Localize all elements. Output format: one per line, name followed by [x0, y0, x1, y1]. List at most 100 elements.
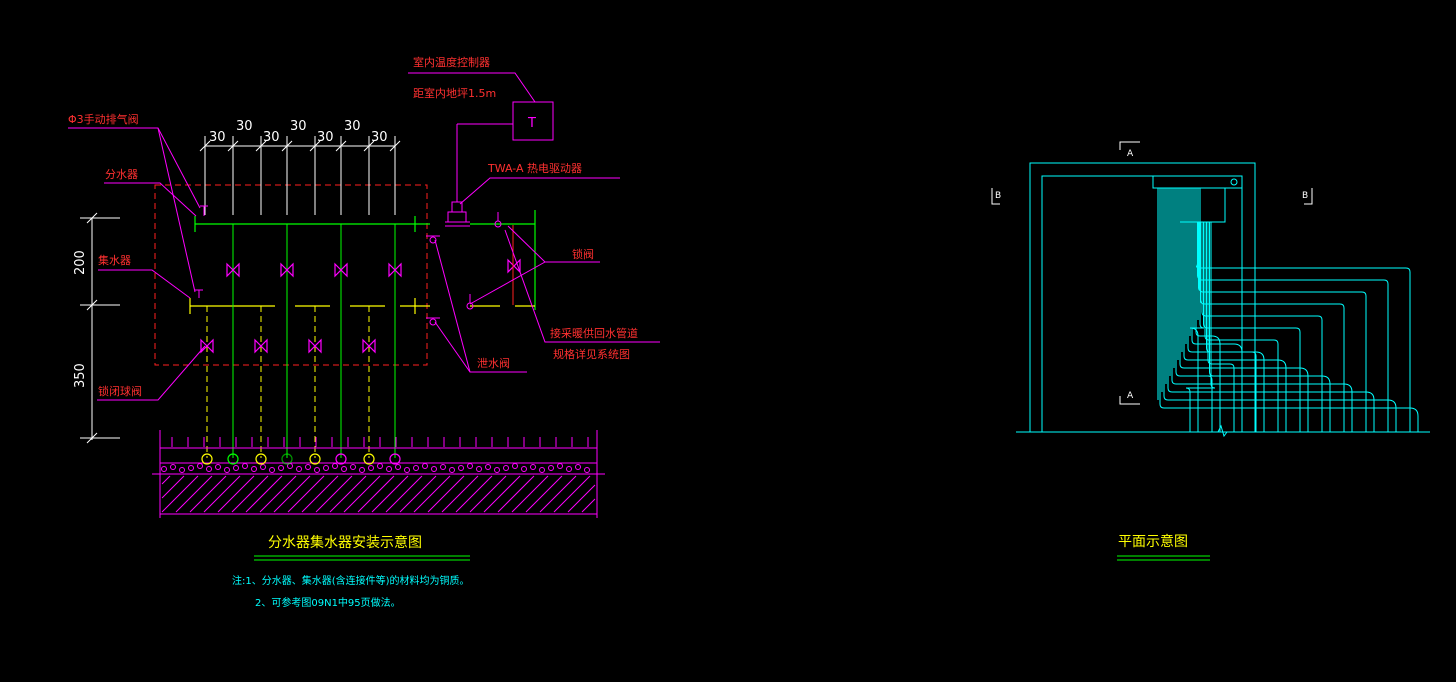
- dim-label: 30: [317, 130, 334, 145]
- valve-icon: [254, 338, 268, 354]
- concrete-hatch: [175, 475, 213, 513]
- gravel-pebble: [332, 463, 338, 469]
- valve-icon: [226, 262, 240, 278]
- return-branches: [206, 306, 370, 458]
- heating-pipe-loop: [1171, 188, 1353, 432]
- concrete-hatch: [399, 475, 437, 513]
- label-return-manifold: 集水器: [98, 253, 131, 267]
- concrete-hatch: [231, 475, 269, 513]
- dimension-tick: [309, 140, 321, 152]
- dim-label: 30: [290, 119, 307, 134]
- concrete-hatch: [497, 475, 535, 513]
- concrete-hatch: [245, 475, 283, 513]
- gravel-pebble: [440, 464, 446, 470]
- section-markers: [991, 141, 1313, 405]
- label-supply-manifold: 分水器: [105, 168, 138, 181]
- gravel-pebble: [206, 466, 212, 472]
- gravel-pebble: [521, 466, 527, 472]
- dimension-tick: [227, 140, 239, 152]
- valve-icon: [334, 262, 348, 278]
- dim-label-350: 350: [73, 363, 88, 388]
- gravel-pebble: [305, 464, 311, 470]
- heating-pipe-loop: [1203, 222, 1301, 432]
- gravel-pebble: [188, 465, 194, 471]
- label-supply-return-pipe: 接采暖供回水管道: [550, 326, 638, 340]
- gravel-pebble: [197, 463, 203, 469]
- heating-pipe-loop: [1185, 222, 1216, 432]
- manifold-installation-drawing: 30 30 30 30 30 30 30 200 350: [68, 55, 660, 609]
- dimension-tick: [363, 140, 375, 152]
- leader-lines: [68, 72, 660, 401]
- thermoelectric-actuator: [445, 123, 513, 227]
- concrete-hatch: [413, 475, 451, 513]
- concrete-hatch: [511, 475, 549, 513]
- gravel-pebble: [539, 467, 545, 473]
- gravel-pebble: [494, 467, 500, 473]
- concrete-hatch: [581, 498, 596, 513]
- dimension-tick: [281, 140, 293, 152]
- label-thermostat-height: 距室内地坪1.5m: [413, 86, 496, 100]
- dimension-tick: [335, 140, 347, 152]
- valve-icon: [280, 262, 294, 278]
- dimension-tick: [199, 140, 211, 152]
- section-b-right-label: B: [1302, 191, 1308, 201]
- gravel-pebble: [314, 467, 320, 473]
- thermostat-label: T: [527, 116, 536, 131]
- concrete-hatch: [259, 475, 297, 513]
- gravel-pebble: [260, 464, 266, 470]
- concrete-hatch: [427, 475, 465, 513]
- left-drawing-title: 分水器集水器安装示意图: [268, 534, 422, 551]
- gravel-pebble: [341, 466, 347, 472]
- gravel-pebble: [467, 463, 473, 469]
- gravel-pebble: [458, 465, 464, 471]
- heating-pipe-loop: [1159, 188, 1419, 432]
- gravel-pebble: [413, 465, 419, 471]
- heating-pipe-loop: [1183, 188, 1287, 432]
- concrete-hatch: [161, 475, 171, 485]
- dim-label: 30: [236, 119, 253, 134]
- section-a-bottom-label: A: [1127, 391, 1134, 401]
- callout-labels: 室内温度控制器 距室内地坪1.5m Φ3手动排气阀 分水器 TWA-A 热电驱动…: [68, 55, 638, 398]
- gravel-pebble: [566, 466, 572, 472]
- top-dimension-chain: [199, 136, 401, 215]
- concrete-hatch: [385, 475, 423, 513]
- gravel-pebble: [449, 467, 455, 473]
- section-b-left-label: B: [995, 191, 1001, 201]
- concrete-hatch: [525, 475, 563, 513]
- thermostat-box: [512, 101, 554, 141]
- gravel-pebble: [584, 467, 590, 473]
- gravel-pebble: [251, 466, 257, 472]
- plan-heating-pipes: [1157, 188, 1419, 432]
- gravel-pebble: [278, 465, 284, 471]
- note-line-2: 2、可参考图09N1中95页做法。: [255, 596, 401, 609]
- concrete-hatch: [189, 475, 227, 513]
- dimension-tick: [255, 140, 267, 152]
- valve-icon: [507, 258, 521, 274]
- floor-section: [152, 430, 605, 518]
- heating-pipe-loop: [1204, 222, 1279, 432]
- dimension-tick: [389, 140, 401, 152]
- label-drain-valve: 泄水阀: [477, 356, 510, 370]
- gravel-pebble: [422, 463, 428, 469]
- concrete-hatch: [217, 475, 255, 513]
- gravel-pebble: [224, 467, 230, 473]
- label-actuator: TWA-A 热电驱动器: [487, 162, 582, 175]
- gravel-pebble: [161, 466, 167, 472]
- gravel-pebble: [530, 464, 536, 470]
- plan-view-drawing: A A B B 平面示意图: [991, 141, 1430, 561]
- concrete-hatch: [567, 484, 596, 513]
- heating-pipe-loop: [1195, 222, 1411, 432]
- gravel-pebble: [233, 465, 239, 471]
- valve-icon: [200, 338, 214, 354]
- dim-label: 30: [371, 130, 388, 145]
- left-dimension-chain: [80, 212, 120, 444]
- heating-pipe-loop: [1197, 222, 1389, 432]
- valve-icon: [388, 262, 402, 278]
- concrete-hatch: [287, 475, 325, 513]
- gravel-pebble: [359, 467, 365, 473]
- return-manifold: [189, 298, 535, 314]
- room-walls: [1016, 162, 1430, 438]
- air-vent-valves: [195, 205, 208, 298]
- gravel-pebble: [404, 467, 410, 473]
- heating-pipe-loop: [1200, 222, 1345, 432]
